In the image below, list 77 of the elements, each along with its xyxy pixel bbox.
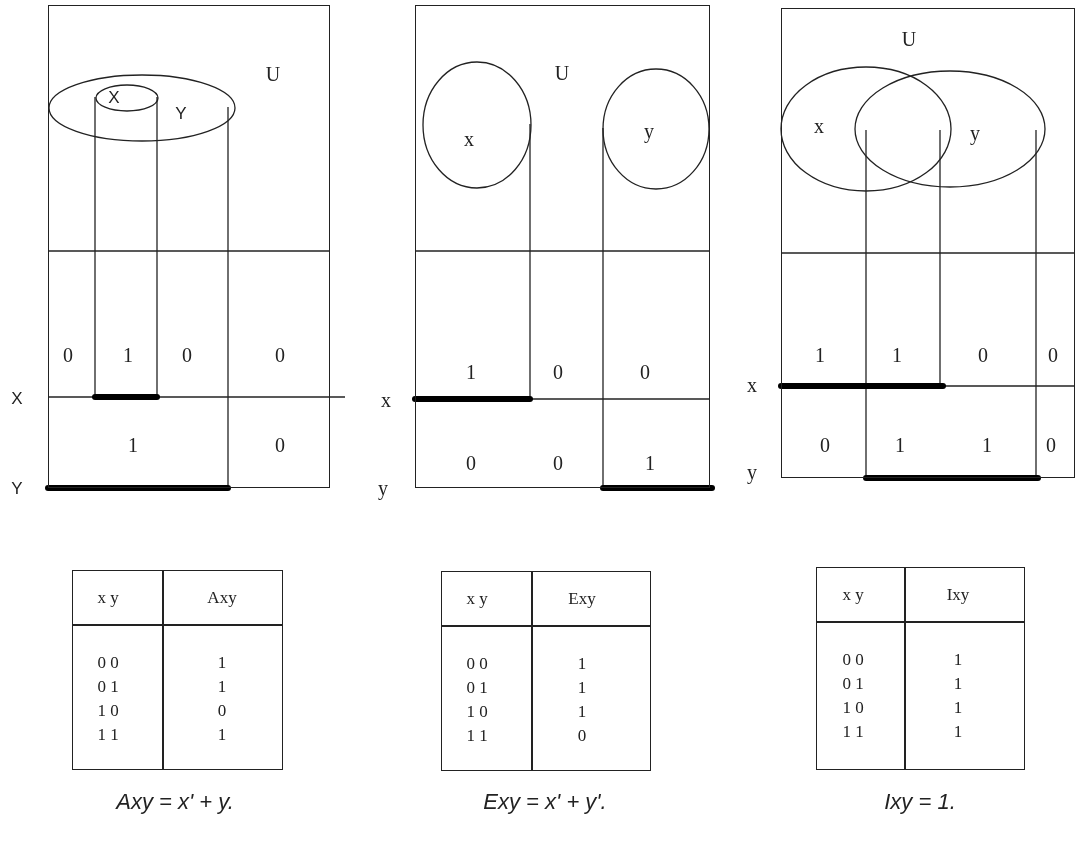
table-cell-text: x y (466, 589, 488, 606)
axis-label: X (11, 389, 23, 407)
universe-box (48, 5, 330, 488)
table-cell-text: Axy (207, 588, 237, 605)
set-label: U (901, 27, 917, 52)
set-ellipse (49, 75, 235, 141)
cell-value: 0 (275, 345, 285, 365)
cell-value: x (747, 375, 757, 395)
cell-value: 0 (820, 435, 830, 455)
table-cell-text: 1 0 (97, 701, 119, 719)
table-cell-text: 1 (953, 722, 963, 740)
cell-value: 1 (982, 435, 992, 455)
cell-value: 0 (553, 453, 563, 473)
set-ellipse (855, 71, 1045, 187)
table-cell-text: 1 1 (842, 722, 864, 740)
table-cell-text: 0 (577, 726, 587, 744)
set-ellipse (423, 62, 531, 188)
table-cell-text: 1 (217, 725, 227, 743)
table-cell-text: 1 (217, 677, 227, 695)
table-cell-text: 0 0 (466, 654, 488, 672)
table-cell-text: x y (842, 585, 864, 602)
set-ellipse (96, 85, 158, 111)
cell-value: 1 (645, 453, 655, 473)
table-cell-text: 1 (953, 674, 963, 692)
cell-value: 0 (553, 362, 563, 382)
formula-caption: Axy = x' + y. (116, 791, 234, 813)
table-cell-text: 1 1 (466, 726, 488, 744)
universe-box (781, 8, 1075, 478)
cell-value: 0 (182, 345, 192, 365)
cell-value: 1 (895, 435, 905, 455)
set-label: X (108, 87, 120, 110)
table-cell-text: 1 0 (842, 698, 864, 716)
cell-value: 0 (640, 362, 650, 382)
table-cell-text: 1 (217, 653, 227, 671)
cell-value: 1 (128, 435, 138, 455)
set-label: Y (175, 103, 187, 126)
set-ellipse (603, 69, 709, 189)
table-cell-text: 0 1 (97, 677, 119, 695)
cell-value: 1 (466, 362, 476, 382)
axis-label: Y (11, 479, 23, 497)
universe-box (415, 5, 710, 488)
cell-value: y (378, 478, 388, 498)
set-ellipse (781, 67, 951, 191)
cell-value: 1 (815, 345, 825, 365)
table-cell-text: 1 (953, 650, 963, 668)
set-label: y (970, 121, 980, 147)
table-cell-text: 0 1 (842, 674, 864, 692)
table-cell-text: 0 0 (97, 653, 119, 671)
table-cell-text: 1 (577, 678, 587, 696)
set-label: y (644, 119, 654, 145)
cell-value: 0 (978, 345, 988, 365)
table-cell-text: 0 (217, 701, 227, 719)
formula-caption: Ixy = 1. (884, 791, 956, 813)
table-cell-text: x y (97, 588, 119, 605)
table-cell-text: 1 (577, 654, 587, 672)
cell-value: 1 (123, 345, 133, 365)
table-cell-text: Exy (568, 589, 596, 606)
table-cell-text: 0 1 (466, 678, 488, 696)
formula-caption: Exy = x' + y'. (483, 791, 607, 813)
set-label: x (814, 114, 824, 139)
set-label: U (265, 62, 281, 87)
table-cell-text: Ixy (946, 585, 970, 602)
table-cell-text: 1 0 (466, 702, 488, 720)
table-cell-text: 0 0 (842, 650, 864, 668)
cell-value: y (747, 462, 757, 482)
table-cell-text: 1 1 (97, 725, 119, 743)
set-label: U (554, 61, 570, 86)
cell-value: x (381, 390, 391, 410)
cell-value: 0 (1046, 435, 1056, 455)
cell-value: 0 (466, 453, 476, 473)
set-label: x (464, 127, 474, 152)
table-cell-text: 1 (577, 702, 587, 720)
cell-value: 0 (275, 435, 285, 455)
table-cell-text: 1 (953, 698, 963, 716)
cell-value: 0 (63, 345, 73, 365)
cell-value: 0 (1048, 345, 1058, 365)
cell-value: 1 (892, 345, 902, 365)
